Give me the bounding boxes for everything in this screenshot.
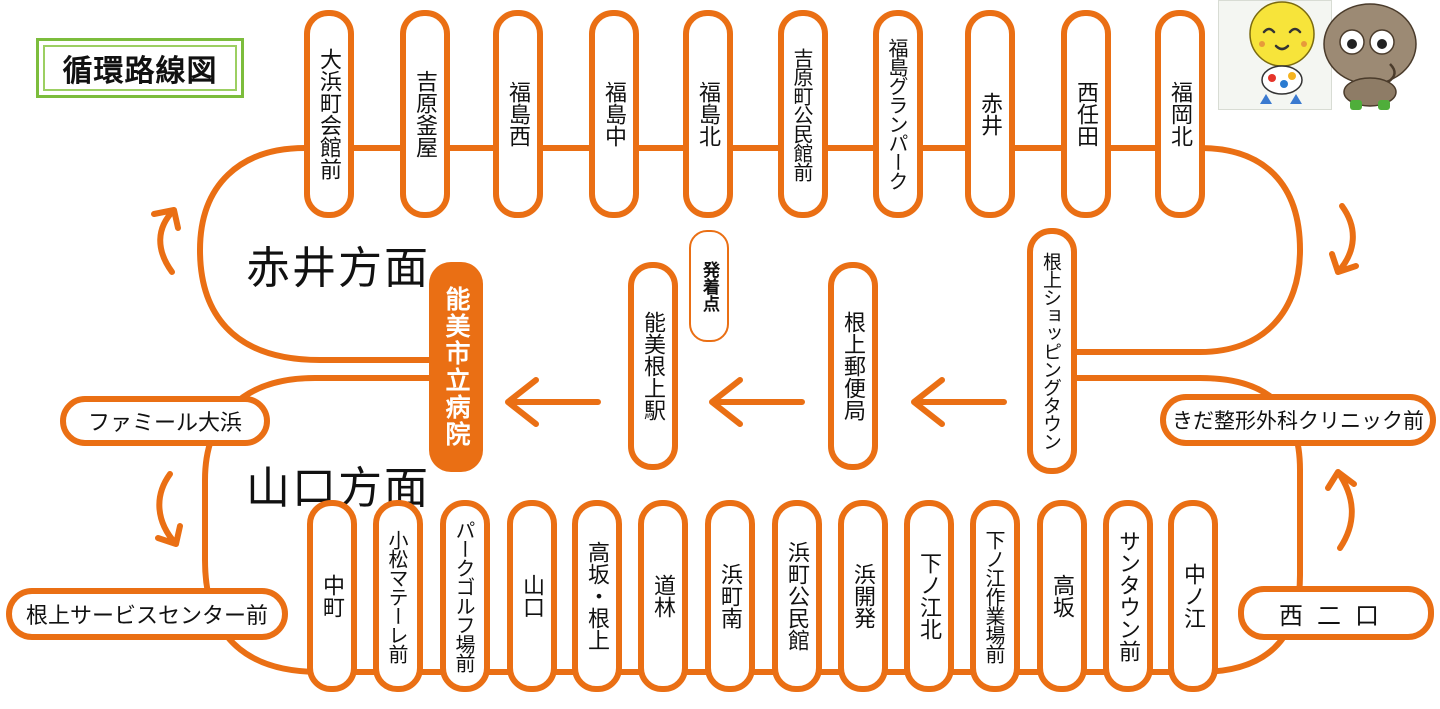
stop-yoshihara-kamaya: 吉原釜屋 <box>400 10 450 218</box>
stop-hama-kaihatsu: 浜開発 <box>838 500 888 692</box>
curved-arrow-icon <box>151 207 181 275</box>
stop-nishi-niguchi: 西二口 <box>1238 586 1434 640</box>
stop-fukushima-nishi: 福島西 <box>493 10 543 218</box>
stop-yoshihara-kominkan: 吉原町公民館前 <box>778 10 828 218</box>
stop-hamamachi-kominkan: 浜町公民館 <box>772 500 822 692</box>
stop-oohama-chokaikan: 大浜町会館前 <box>304 10 354 218</box>
stop-nakanoe: 中ノ江 <box>1168 500 1218 692</box>
stop-fukushima-kita: 福島北 <box>683 10 733 218</box>
stop-nomi-neagari-station: 能美根上駅 <box>628 262 678 470</box>
stop-shimonoe-sagyoba: 下ノ江作業場前 <box>970 500 1020 692</box>
stop-nakamachi: 中町 <box>307 500 357 692</box>
stop-shimonoe-kita: 下ノ江北 <box>904 500 954 692</box>
stop-takasaka: 高坂 <box>1037 500 1087 692</box>
origin-badge: 発着点 <box>689 230 729 342</box>
stop-fukushima-naka: 福島中 <box>589 10 639 218</box>
stop-fukuoka-kita: 福岡北 <box>1155 10 1205 218</box>
title-box: 循環路線図 <box>36 38 244 98</box>
curved-arrow-icon <box>1329 203 1359 275</box>
curved-arrow-icon <box>155 471 183 547</box>
brown-mascot-icon <box>1323 3 1417 110</box>
stop-takasaka-neagari: 高坂・根上 <box>572 500 622 692</box>
arrow-left-icon <box>709 377 805 427</box>
stop-nishi-tonda: 西任田 <box>1061 10 1111 218</box>
stop-suntown: サンタウン前 <box>1103 500 1153 692</box>
stop-kida-clinic: きだ整形外科クリニック前 <box>1160 394 1436 446</box>
stop-neagari-shopping-town: 根上ショッピングタウン <box>1027 228 1077 474</box>
page-title: 循環路線図 <box>43 45 237 91</box>
stop-fukushima-grandpark: 福島グランパーク <box>873 10 923 218</box>
yellow-mascot-icon <box>1249 1 1315 104</box>
arrow-left-icon <box>911 377 1007 427</box>
direction-label-akai: 赤井方面 <box>246 243 430 294</box>
stop-komatsu-matere: 小松マテーレ前 <box>373 500 423 692</box>
curved-arrow-icon <box>1325 469 1357 551</box>
stop-neagari-service-center: 根上サービスセンター前 <box>6 588 288 640</box>
stop-park-golf: パークゴルフ場前 <box>440 500 490 692</box>
stop-yamaguchi: 山口 <box>507 500 557 692</box>
stop-akai: 赤井 <box>965 10 1015 218</box>
stop-neagari-post-office: 根上郵便局 <box>828 262 878 470</box>
stop-michibayashi: 道林 <box>638 500 688 692</box>
stop-nomi-hospital: 能美市立病院 <box>429 262 483 472</box>
arrow-left-icon <box>505 377 601 427</box>
stop-hamamachi-minami: 浜町南 <box>705 500 755 692</box>
mascot-illustration <box>1249 1 1417 110</box>
stop-famiiru-oohama: ファミール大浜 <box>60 396 270 446</box>
